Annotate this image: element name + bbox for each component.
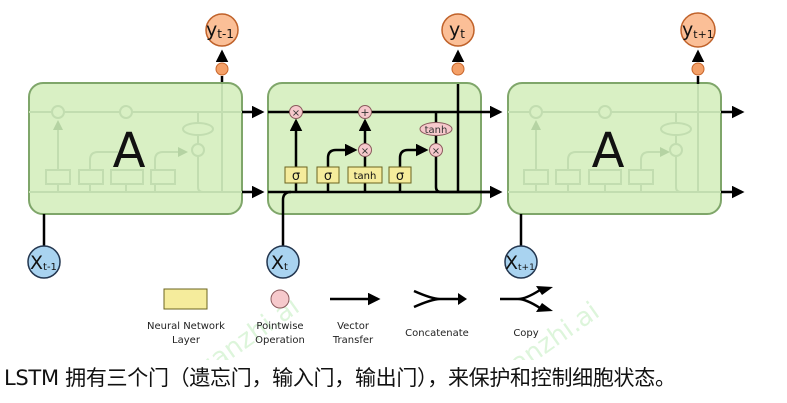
input-line [281,190,292,246]
svg-text:×: × [292,108,300,119]
svg-text:σ: σ [396,169,404,184]
cell-label-A: A [592,123,625,179]
hidden-state-out [434,150,503,199]
svg-text:tanh: tanh [354,171,377,182]
input-label: X [505,252,518,274]
input-node-current: Xt [266,245,300,279]
output-node-next: yt+1 [680,12,716,48]
output-dot [451,62,465,76]
output-label: y [449,19,460,41]
input-node-next: Xt+1 [504,245,538,279]
svg-text:σ: σ [292,169,300,184]
faded-internals [29,84,242,193]
watermark: zhuanzhi.ai zhuanzhi.ai [167,291,605,360]
cell-label-A: A [113,123,146,179]
input-label: X [271,252,284,274]
concatenate-icon [413,289,462,309]
output-node-current: yt [441,13,475,47]
output-dot [691,62,705,76]
lstm-cell-next: A yt+1 Xt+1 [504,12,745,279]
neural-network-layer-icon [163,288,208,310]
pointwise-operation-icon [270,289,290,309]
svg-text:Concatenate: Concatenate [405,328,469,339]
layer-forget-sigma: σ [284,166,308,184]
svg-text:Copy: Copy [513,328,538,339]
svg-text:Xt: Xt [271,252,288,274]
pointwise-tanh: tanh [419,122,453,136]
output-gate-path [398,143,429,192]
legend-item-copy: Copy [500,286,553,339]
svg-text:yt: yt [449,19,465,41]
svg-text:yt+1: yt+1 [682,19,714,41]
pointwise-multiply-input: × [358,143,372,157]
output-dot [215,62,229,76]
input-label: X [30,252,43,274]
lstm-cell-previous: yt-1 A Xt-1 [27,13,265,279]
input-node-prev: Xt-1 [27,245,61,279]
legend-item-concatenate: Concatenate [405,289,469,339]
layer-output-sigma: σ [388,166,412,184]
svg-text:yt-1: yt-1 [206,19,234,41]
svg-text:×: × [361,146,369,157]
svg-text:Xt-1: Xt-1 [30,252,57,274]
lstm-cell-current: σ σ tanh σ × + × × [266,13,503,279]
layer-input-sigma: σ [316,166,340,184]
svg-text:+: + [360,106,369,119]
copy-icon [500,288,541,310]
output-label: y [682,19,693,41]
cell-box [267,82,482,215]
output-node-prev: yt-1 [205,13,239,47]
svg-text:tanh: tanh [425,125,448,136]
layer-candidate-tanh: tanh [347,166,383,184]
pointwise-add: + [358,105,372,119]
pointwise-multiply-output: × [429,143,443,157]
svg-text:Xt+1: Xt+1 [505,252,535,274]
faded-internals [508,84,721,193]
output-label: y [206,19,217,41]
svg-text:×: × [432,146,440,157]
lstm-diagram: zhuanzhi.ai zhuanzhi.ai yt-1 [27,12,745,360]
svg-text:σ: σ [324,169,332,184]
pointwise-multiply-forget: × [289,105,303,119]
caption: LSTM 拥有三个门（遗忘门，输入门，输出门），来保护和控制细胞状态。 [4,366,676,390]
input-gate-path [326,143,358,192]
